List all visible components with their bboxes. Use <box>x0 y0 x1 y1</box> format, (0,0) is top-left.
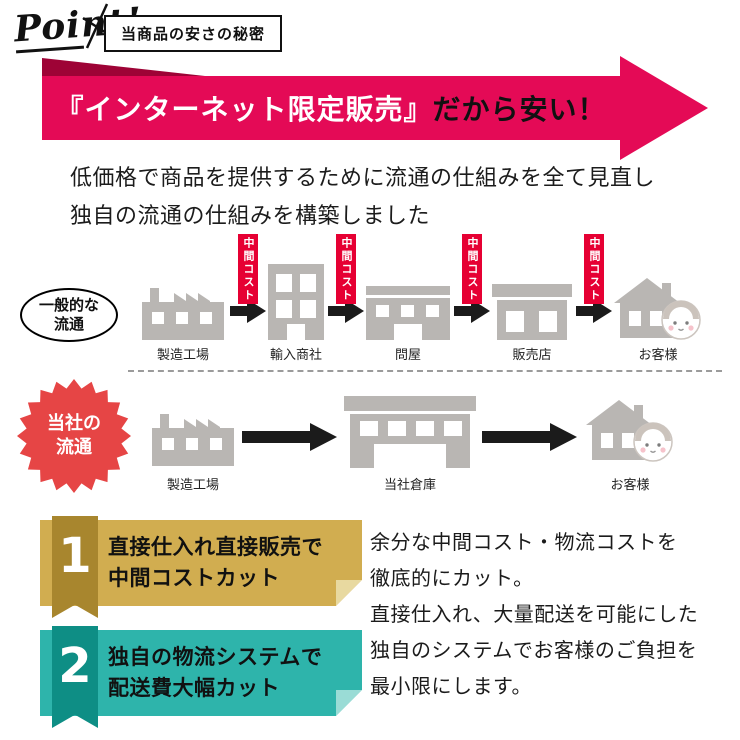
arrow-right-icon <box>230 298 266 328</box>
node-label-importer: 輸入商社 <box>269 348 322 363</box>
arrow-banner-shape <box>42 56 708 160</box>
description-line-1: 余分な中間コスト・物流コストを <box>370 530 678 554</box>
node-label-customer: お客様 <box>610 478 650 493</box>
customer-house-icon <box>614 278 702 344</box>
wholesaler-building-icon <box>366 286 450 344</box>
description-line-5: 最小限にします。 <box>370 674 532 698</box>
cost-tag: 中間コスト <box>462 234 482 304</box>
point1-line1: 直接仕入れ直接販売で <box>108 535 323 559</box>
company-flow-label-line1: 当社の <box>47 413 101 434</box>
warehouse-icon <box>344 396 476 472</box>
arrow-right-icon <box>482 422 577 456</box>
customer-house-icon <box>586 400 674 466</box>
description-line-4: 独自のシステムでお客様のご負担を <box>370 638 698 662</box>
starburst-badge <box>17 379 131 493</box>
point-number-ribbon: 1 <box>52 516 98 618</box>
arrow-right-icon <box>576 298 612 328</box>
cost-tag: 中間コスト <box>336 234 356 304</box>
company-flow-label: 当社の 流通 <box>14 376 134 496</box>
node-label-customer: お客様 <box>638 348 678 363</box>
arrow-right-icon <box>242 422 337 456</box>
general-flow-label: 一般的な 流通 <box>20 288 118 342</box>
arrow-right-icon <box>328 298 364 328</box>
description-line-2: 徹底的にカット。 <box>370 566 534 590</box>
point-banner-1: 1 直接仕入れ直接販売で 中間コストカット <box>40 516 362 618</box>
point-banner-text: 直接仕入れ直接販売で 中間コストカット <box>108 532 323 594</box>
description-line-3: 直接仕入れ、大量配送を可能にした <box>370 602 699 626</box>
subtitle-box: 当商品の安さの秘密 <box>104 15 283 52</box>
intro-line-2: 独自の流通の仕組みを構築しました <box>70 204 431 229</box>
factory-icon <box>140 282 226 344</box>
subtitle-text: 当商品の安さの秘密 <box>121 25 266 43</box>
node-label-factory: 製造工場 <box>156 348 209 363</box>
point-banner-text: 独自の物流システムで 配送費大幅カット <box>108 642 322 704</box>
point2-line2: 配送費大幅カット <box>108 676 280 700</box>
arrow-right-icon <box>454 298 490 328</box>
point2-line1: 独自の物流システムで <box>108 645 323 669</box>
point1-line2: 中間コストカット <box>108 566 280 590</box>
general-flow-label-line2: 流通 <box>53 315 84 333</box>
point-banner-2: 2 独自の物流システムで 配送費大幅カット <box>40 626 362 728</box>
cost-tag: 中間コスト <box>238 234 258 304</box>
dashed-divider <box>128 370 722 372</box>
cost-tag: 中間コスト <box>584 234 604 304</box>
factory-icon <box>150 408 236 470</box>
description-text: 余分な中間コスト・物流コストを 徹底的にカット。 直接仕入れ、大量配送を可能にし… <box>370 524 730 704</box>
office-building-icon <box>268 264 324 344</box>
banner-rest-text: だから安い！ <box>432 93 607 126</box>
retail-store-icon <box>492 284 572 344</box>
point-number-ribbon: 2 <box>52 626 98 728</box>
banner-highlight-text: 『インターネット限定販売』 <box>55 93 433 126</box>
company-flow-label-line2: 流通 <box>56 437 92 458</box>
node-label-retailer: 販売店 <box>512 348 552 363</box>
node-label-wholesaler: 問屋 <box>394 348 421 363</box>
intro-line-1: 低価格で商品を提供するために流通の仕組みを全て見直し <box>70 166 656 191</box>
node-label-factory: 製造工場 <box>166 478 219 493</box>
arrow-banner-text: 『インターネット限定販売』だから安い！ <box>42 76 620 140</box>
node-label-company-warehouse: 当社倉庫 <box>383 478 436 493</box>
general-flow-label-line1: 一般的な <box>38 296 99 314</box>
